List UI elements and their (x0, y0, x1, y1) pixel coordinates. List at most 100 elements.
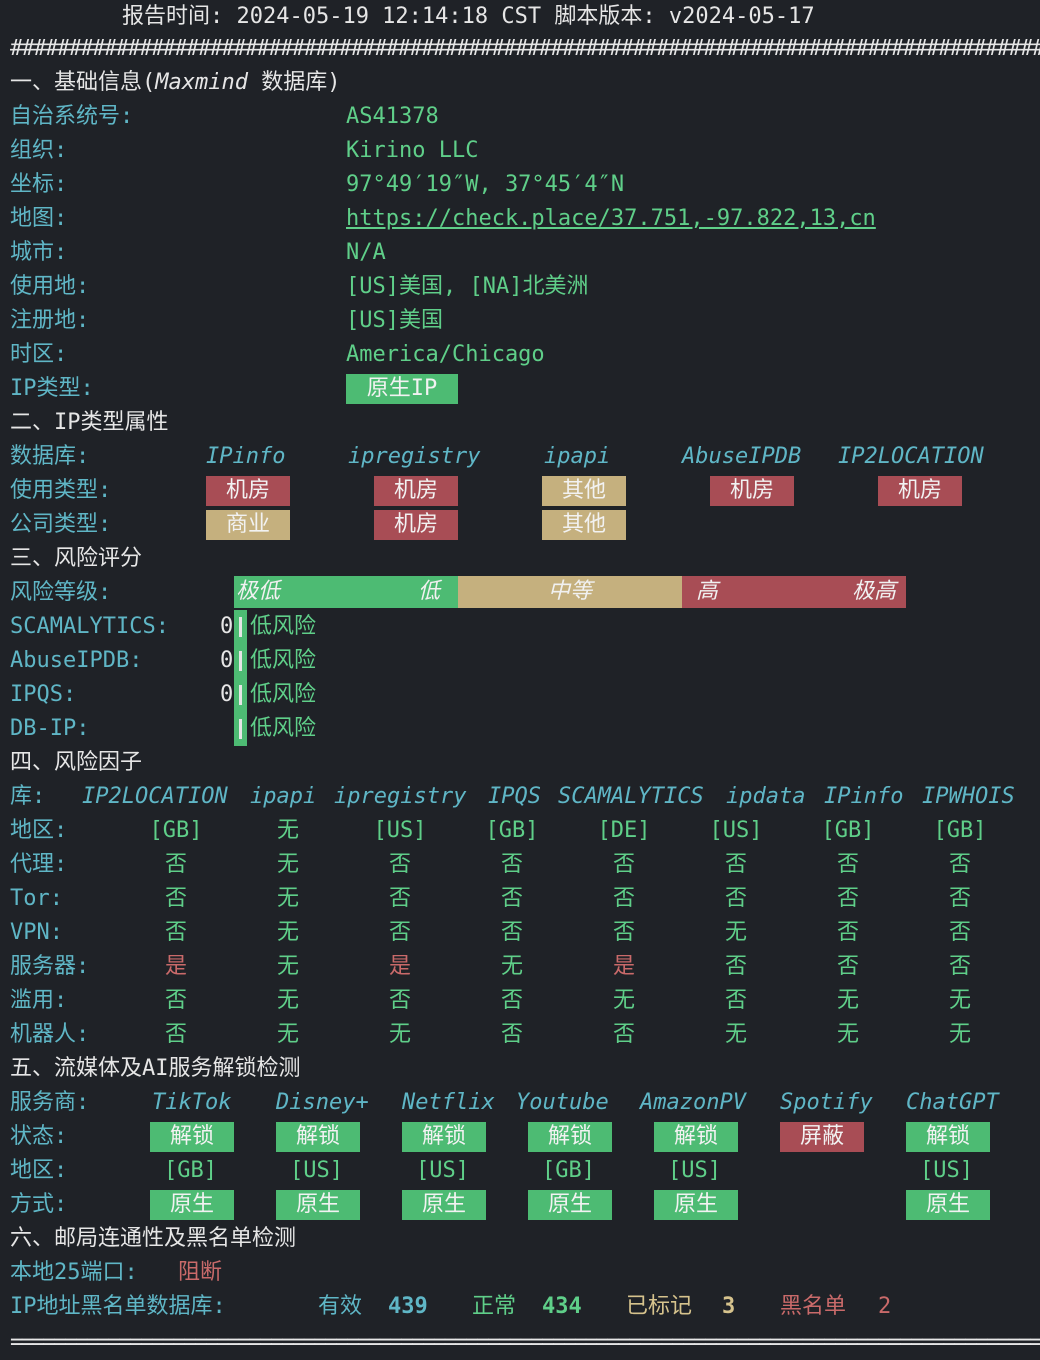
usage-badge: 机房 (206, 476, 290, 506)
row-label: 状态: (10, 1124, 68, 1149)
row-label: DB-IP: (10, 716, 90, 741)
risk-row-scamalytics: SCAMALYTICS: 0 低风险 (0, 610, 1040, 644)
risk-factor-cell: 无 (500, 954, 523, 979)
provider-name: Disney+ (276, 1090, 369, 1115)
risk-factor-cell: [DE] (597, 818, 651, 843)
risk-factor-row: 地区:[GB]无[US][GB][DE][US][GB][GB] (0, 814, 1040, 848)
risk-factor-cell: 否 (836, 886, 859, 911)
info-label: 注册地: (10, 308, 90, 333)
info-row-timezone: 时区: America/Chicago (0, 338, 1040, 372)
risk-factor-cell: 否 (500, 988, 523, 1013)
status-badge: 解锁 (402, 1122, 486, 1152)
risk-factor-cell: 是 (164, 954, 187, 979)
risk-factor-cell: 否 (388, 886, 411, 911)
method-badge: 原生 (528, 1190, 612, 1220)
row-label: AbuseIPDB: (10, 648, 143, 673)
info-label: 使用地: (10, 274, 90, 299)
region-value: [US] (290, 1158, 343, 1183)
section1-title-c: 数据库) (247, 70, 341, 95)
risk-score: 0 (220, 648, 234, 673)
risk-factor-cell: 否 (612, 886, 635, 911)
risk-medium-label: 中等 (547, 579, 592, 604)
valid-count: 439 (388, 1294, 428, 1319)
risk-factor-cell: 否 (948, 886, 971, 911)
risk-scale-high-segment: 高 极高 (682, 576, 906, 608)
info-row-coords: 坐标: 97°49′19″W, 37°45′4″N (0, 168, 1040, 202)
risk-factor-lib-row: 库: IP2LOCATION ipapi ipregistry IPQS SCA… (0, 780, 1040, 814)
row-label: 库: (10, 784, 46, 809)
valid-label: 有效 (318, 1294, 363, 1319)
unlock-region-row: 地区: [GB] [US] [US] [GB] [US] [US] (0, 1154, 1040, 1188)
lib-name: SCAMALYTICS (558, 784, 704, 809)
risk-very-low-label: 极低 (236, 579, 281, 604)
risk-factor-cell: 否 (500, 920, 523, 945)
risk-factor-cell: 无 (276, 886, 299, 911)
row-label: 风险等级: (10, 580, 112, 605)
info-row-org: 组织: Kirino LLC (0, 134, 1040, 168)
blacklist-row: IP地址黑名单数据库: 有效 439 正常 434 已标记 3 黑名单 2 (0, 1290, 1040, 1324)
risk-factor-cell: 无 (276, 852, 299, 877)
section5-title-text: 五、流媒体及AI服务解锁检测 (10, 1056, 301, 1081)
method-badge: 原生 (654, 1190, 738, 1220)
row-label: VPN: (10, 920, 63, 945)
usage-badge: 机房 (878, 476, 962, 506)
blacklist-label: 黑名单 (780, 1294, 847, 1319)
info-row-ip-type: IP类型: 原生IP (0, 372, 1040, 406)
section1-title-a: 一、基础信息( (10, 70, 156, 95)
info-value: Kirino LLC (346, 138, 479, 163)
company-badge: 商业 (206, 510, 290, 540)
risk-factor-cell: [US] (373, 818, 427, 843)
method-badge: 原生 (150, 1190, 234, 1220)
risk-factor-row: VPN:否无否否否无否否 (0, 916, 1040, 950)
ip-type-badge: 原生IP (346, 374, 458, 404)
method-badge: 原生 (276, 1190, 360, 1220)
risk-factor-cell: 否 (500, 1022, 523, 1047)
section4-title: 四、风险因子 (0, 746, 1040, 780)
risk-factor-cell: 无 (612, 988, 635, 1013)
risk-factor-cell: 无 (836, 988, 859, 1013)
status-badge: 解锁 (654, 1122, 738, 1152)
risk-factor-row: Tor:否无否否否否否否 (0, 882, 1040, 916)
db-name: ipregistry (348, 444, 481, 469)
lib-name: ipregistry (334, 784, 467, 809)
risk-factor-cell: 否 (164, 988, 187, 1013)
risk-factor-cell: 否 (164, 886, 187, 911)
info-value: [US]美国, [NA]北美洲 (346, 274, 589, 299)
risk-factor-cell: 否 (724, 886, 747, 911)
map-link[interactable]: https://check.place/37.751,-97.822,13,cn (346, 206, 876, 231)
info-label: 时区: (10, 342, 68, 367)
risk-text: 低风险 (250, 614, 317, 639)
provider-name: Netflix (402, 1090, 495, 1115)
risk-scale-low-segment: 极低 低 (234, 576, 458, 608)
company-type-row: 公司类型: 商业 机房 其他 (0, 508, 1040, 542)
risk-factor-cell: 否 (948, 920, 971, 945)
lib-name: IP2LOCATION (82, 784, 228, 809)
row-label: 地区: (10, 1158, 68, 1183)
risk-factor-cell: 无 (388, 1022, 411, 1047)
provider-name: Youtube (516, 1090, 609, 1115)
port25-status: 阻断 (178, 1260, 223, 1285)
risk-factor-cell: [GB] (149, 818, 203, 843)
hash-divider-text: ########################################… (10, 36, 1040, 61)
risk-factor-cell: 否 (948, 954, 971, 979)
risk-text: 低风险 (250, 682, 317, 707)
risk-factor-cell: 否 (164, 1022, 187, 1047)
lib-name: ipapi (250, 784, 317, 809)
info-value: America/Chicago (346, 342, 545, 367)
lib-name: IPinfo (824, 784, 904, 809)
risk-factor-cell: 否 (724, 852, 747, 877)
lib-name: IPWHOIS (922, 784, 1015, 809)
risk-factor-cell: [GB] (821, 818, 875, 843)
eq-divider-text: ========================================… (10, 1330, 1040, 1355)
info-value: AS41378 (346, 104, 439, 129)
lib-name: ipdata (726, 784, 806, 809)
risk-text: 低风险 (250, 716, 317, 741)
provider-name: TikTok (152, 1090, 232, 1115)
row-label: 服务商: (10, 1090, 90, 1115)
row-label: 使用类型: (10, 478, 112, 503)
db-name: IPinfo (206, 444, 286, 469)
risk-very-high-label: 极高 (852, 579, 897, 604)
risk-factor-cell: 否 (612, 1022, 635, 1047)
risk-factor-cell: 无 (724, 1022, 747, 1047)
risk-meter-marker (239, 685, 242, 705)
